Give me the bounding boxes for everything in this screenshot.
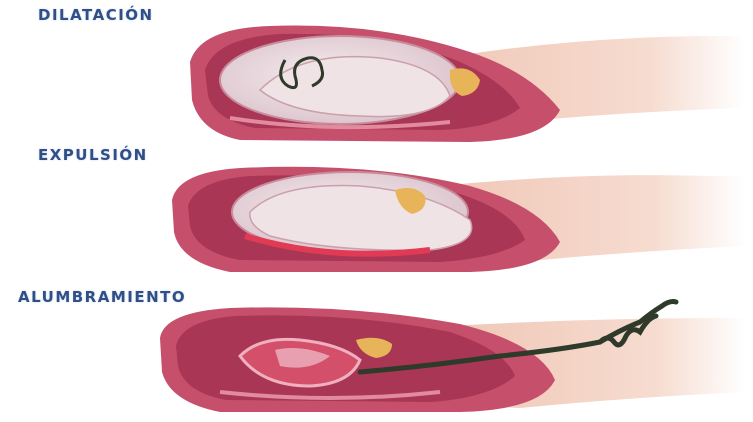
stage-3-alumbramiento-illustration: [160, 302, 745, 413]
stage-1-dilatacion-illustration: [190, 26, 745, 142]
stage-2-expulsion-illustration: [172, 167, 745, 272]
